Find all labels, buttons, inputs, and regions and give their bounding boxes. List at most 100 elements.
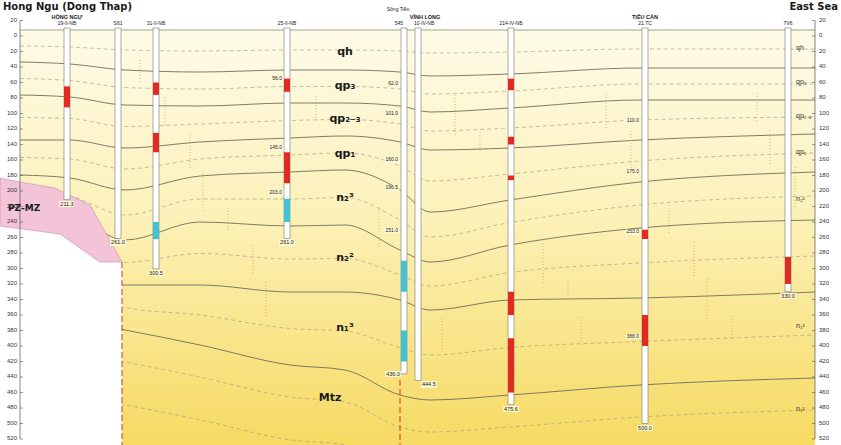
axis-label: 240 [7,218,17,225]
axis-label: 400 [819,342,829,349]
axis-label: 280 [7,249,17,256]
axis-label: 120 [7,125,17,132]
axis-tick [20,315,23,316]
axis-line [20,21,21,440]
axis-tick [20,284,23,285]
axis-tick [20,175,23,176]
texture-dash [455,95,456,135]
axis-tick [812,253,815,254]
well-code: 214-IV-NB [499,21,522,27]
axis-tick [812,361,815,362]
axis-tick [20,36,23,37]
depth-axes [20,21,815,440]
boreholes [64,28,791,424]
axis-tick [20,191,23,192]
axis-label: 380 [7,327,17,334]
axis-tick [20,253,23,254]
axis-label: 440 [819,373,829,380]
axis-label: 40 [819,63,826,70]
axis-tick [812,113,815,114]
screen-interval [642,315,648,346]
axis-tick [20,82,23,83]
borehole [153,28,159,269]
layer-label: qp₁ [796,148,806,156]
axis-label: 40 [10,63,17,70]
borehole [64,28,70,200]
depth-value: 475.6 [503,406,519,412]
well-code: 25-II-NB [278,21,297,27]
fault-line [122,262,123,445]
axis-tick [20,299,23,300]
axis-label: 80 [10,94,17,101]
texture-dash [732,316,733,338]
axis-label: 180 [819,172,829,179]
axis-label: 480 [7,404,17,411]
axis-label: 520 [7,435,17,442]
axis-line [815,21,816,440]
well-code: S61 [114,21,123,27]
layer-label: n₁³ [336,322,353,335]
texture-dash [795,167,796,207]
well-code: 545 [395,21,403,27]
axis-label: 340 [819,296,829,303]
layer-label: n₁² [796,405,805,413]
texture-dash [480,132,481,154]
borehole [284,28,290,238]
axis-label: 0 [14,32,17,39]
screen-interval [508,137,514,145]
axis-label: 340 [7,296,17,303]
axis-tick [812,20,815,21]
title-label: Hong Ngu (Dong Thap) [3,1,132,13]
layer-label: qp₃ [335,80,356,93]
axis-tick [20,408,23,409]
axis-tick [20,222,23,223]
axis-tick [812,144,815,145]
axis-label: 160 [7,156,17,163]
axis-tick [812,284,815,285]
screen-interval [284,199,290,222]
texture-dash [379,207,380,247]
axis-label: 260 [7,234,17,241]
texture-dash [757,93,758,121]
screen-interval [508,176,514,181]
axis-tick [812,299,815,300]
title-label: East Sea [789,1,838,13]
axis-tick [20,98,23,99]
screen-interval [508,338,514,392]
screen-interval [284,79,290,92]
layer-label: n₂² [796,195,805,203]
axis-tick [20,144,23,145]
texture-dash [581,317,582,345]
depth-value: 196.5 [384,185,399,191]
axis-label: 100 [7,110,17,117]
depth-value: 145.0 [268,145,283,151]
axis-tick [812,268,815,269]
layer-label: qh [337,46,353,59]
axis-label: 360 [7,311,17,318]
depth-value: 211.3 [59,201,74,207]
axis-label: 520 [819,435,829,442]
axis-tick [812,206,815,207]
axis-label: 500 [819,420,829,427]
axis-label: 420 [7,358,17,365]
texture-dash [669,205,670,233]
well-code: 31-II-NB [147,21,166,27]
axis-tick [812,36,815,37]
screen-interval [153,83,159,95]
axis-label: 360 [819,311,829,318]
texture-dash [568,280,569,302]
screen-interval [153,133,159,152]
axis-tick [812,160,815,161]
axis-tick [812,175,815,176]
layer-label: n₁³ [796,322,805,330]
axis-label: 60 [10,79,17,86]
borehole [785,28,791,292]
screen-interval [401,261,407,292]
axis-label: 300 [7,265,17,272]
depth-value: 436.0 [385,371,401,377]
axis-tick [20,113,23,114]
axis-label: 20 [10,48,17,55]
axis-label: 460 [7,389,17,396]
texture-dash [316,96,317,118]
borehole [508,28,514,405]
